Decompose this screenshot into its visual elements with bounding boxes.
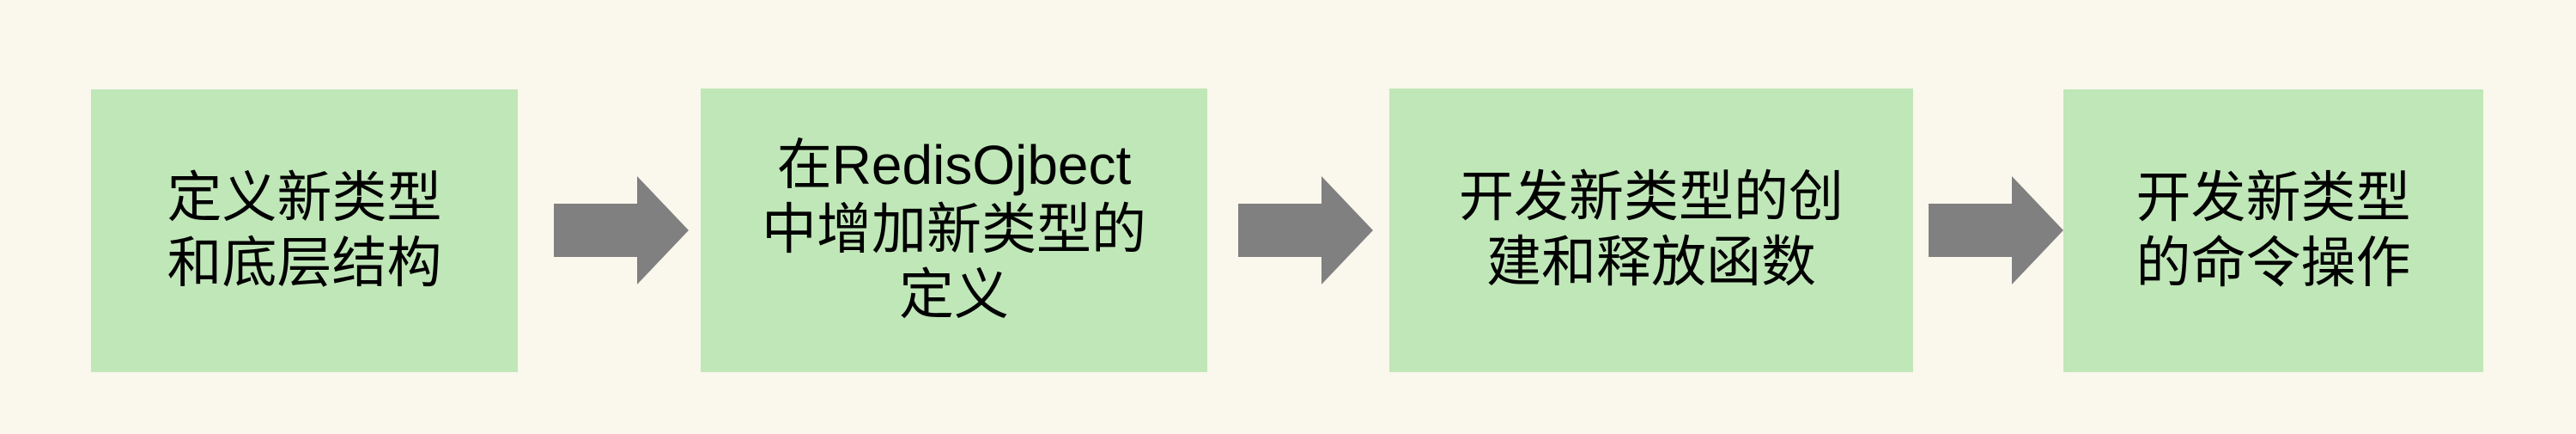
- flow-step-4[interactable]: 开发新类型 的命令操作: [2063, 89, 2483, 372]
- flow-step-2-label: 在RedisOjbect 中增加新类型的 定义: [762, 133, 1146, 326]
- right-arrow-icon: [1238, 176, 1373, 284]
- flow-step-3[interactable]: 开发新类型的创 建和释放函数: [1389, 89, 1913, 372]
- flow-step-2[interactable]: 在RedisOjbect 中增加新类型的 定义: [701, 89, 1207, 372]
- right-arrow-icon: [1929, 176, 2063, 284]
- flow-step-1-label: 定义新类型 和底层结构: [167, 166, 442, 294]
- flow-step-4-label: 开发新类型 的命令操作: [2136, 166, 2411, 294]
- flow-step-1[interactable]: 定义新类型 和底层结构: [91, 89, 518, 372]
- flow-step-3-label: 开发新类型的创 建和释放函数: [1459, 166, 1844, 293]
- right-arrow-icon: [554, 176, 689, 284]
